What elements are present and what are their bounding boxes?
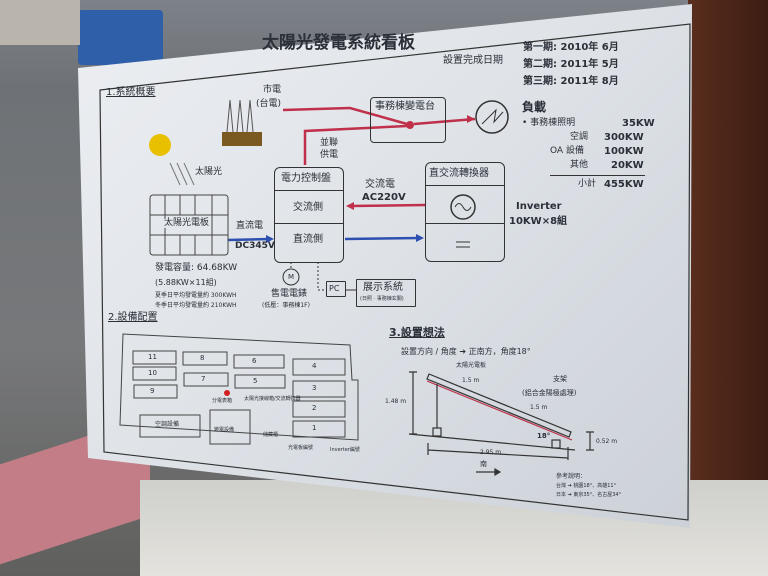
dc-voltage: DC345V: [235, 241, 275, 251]
array-8: 8: [200, 354, 205, 362]
load-item-value: 100KW: [604, 146, 644, 157]
length-1: 1.5 m: [462, 377, 480, 384]
length-2: 1.5 m: [530, 404, 548, 411]
phase-1: 第一期: 2010年 6月: [523, 42, 619, 53]
summer-output: 夏季日平均發電量約 300KWH: [155, 292, 237, 299]
substation-label: 事務棟變電台: [375, 101, 435, 112]
display-sub: (日照 · 事務棟玄關): [360, 296, 404, 302]
inverter-label: Inverter: [516, 201, 562, 212]
ac-side: 交流側: [293, 202, 323, 213]
ac-label: 交流電: [365, 179, 395, 190]
meter-sub: (低壓：事務棟1F): [262, 302, 310, 309]
load-item-name: 其他: [570, 160, 589, 170]
panel-number-label: 光電板編號: [288, 445, 314, 451]
inverter-box-title: 直交流轉換器: [429, 168, 489, 179]
array-1: 1: [312, 424, 317, 432]
low-height-label: 0.52 m: [596, 438, 618, 445]
load-item-value: 35KW: [622, 118, 655, 129]
array-9: 9: [150, 387, 155, 395]
array-2: 2: [312, 404, 317, 412]
section3-heading: 3.設置想法: [389, 326, 445, 339]
grid-sub: (台電): [256, 99, 282, 109]
substation-equip: 變電設備: [214, 427, 235, 433]
array-7: 7: [201, 375, 206, 383]
completion-label: 設置完成日期: [443, 55, 503, 66]
array-6: 6: [252, 357, 257, 365]
array-11: 11: [148, 353, 157, 361]
reference-japan: 日本 ➔ 東京35°、名古屋34°: [556, 492, 622, 498]
hvac-label: 空調設備: [155, 421, 180, 428]
array-10: 10: [148, 369, 157, 377]
parallel-2: 供電: [320, 150, 339, 160]
capacity-detail: (5.88KW×11組): [155, 278, 217, 287]
control-panel-title: 電力控制盤: [281, 173, 331, 184]
frame-sub: (鋁合金陽極處理): [522, 389, 577, 397]
south-label: 南: [480, 460, 487, 468]
panel-label: 太陽光電板: [164, 218, 210, 228]
phase-2: 第二期: 2011年 5月: [523, 59, 619, 70]
grid-label: 市電: [263, 85, 282, 95]
load-item-name: • 事務棟照明: [522, 118, 576, 128]
dc-label: 直流電: [236, 221, 264, 231]
subtotal-divider: [550, 175, 645, 176]
load-item-value: 20KW: [611, 160, 644, 171]
array-5: 5: [253, 377, 258, 385]
load-item-name: OA 設備: [550, 146, 584, 156]
capacity: 發電容量: 64.68KW: [155, 263, 238, 273]
board-title: 太陽光發電系統看板: [262, 33, 415, 53]
wall: [688, 0, 768, 540]
ac-voltage: AC220V: [362, 192, 406, 203]
inverter-spec: 10KW×8組: [509, 216, 568, 227]
angle-label: 18°: [537, 432, 551, 440]
pc-box: PC: [326, 281, 346, 297]
array-3: 3: [312, 384, 317, 392]
sunlight-label: 太陽光: [195, 167, 223, 177]
dc-side: 直流側: [293, 234, 323, 245]
section2-heading: 2.設備配置: [108, 312, 158, 323]
phase-3: 第三期: 2011年 8月: [523, 76, 619, 87]
frame-label: 支架: [553, 375, 567, 383]
winter-output: 冬季日平均發電量約 210KWH: [155, 302, 237, 309]
panel-text: 太陽光電板: [456, 362, 487, 369]
inverter-number-label: Inverter編號: [330, 447, 360, 453]
truck: [78, 10, 163, 65]
load-title: 負載: [522, 100, 547, 114]
section1-heading: 1.系統概要: [106, 87, 156, 98]
parallel-1: 並聯: [320, 138, 339, 148]
array-4: 4: [312, 362, 317, 370]
direction-text: 設置方向 / 角度 ➔ 正南方，角度18°: [401, 347, 531, 356]
inverter-box: 直交流轉換器: [425, 162, 505, 262]
meter-symbol: M: [288, 273, 295, 281]
load-item-value: 300KW: [604, 132, 644, 143]
height-label: 1.48 m: [385, 398, 407, 405]
junction-label: 太陽光接線箱/交流轉換器: [244, 396, 301, 402]
pc-label: PC: [329, 284, 340, 293]
subtotal-value: 455KW: [604, 179, 644, 190]
reference-taiwan: 台灣 ➔ 桃園18°、高雄11°: [556, 483, 617, 489]
width-label: 2.95 m: [480, 449, 502, 456]
building: [0, 0, 80, 45]
reference-title: 參考說明：: [556, 473, 587, 480]
storage-label: 儲藏櫃: [263, 432, 279, 438]
meter-label: 售電電錶: [271, 289, 308, 299]
meter-box-label: 分電表箱: [212, 398, 233, 404]
load-item-name: 空調: [570, 132, 589, 142]
display-label: 展示系統: [363, 282, 403, 293]
subtotal-label: 小計: [578, 179, 597, 189]
display-box: 展示系統 (日照 · 事務棟玄關): [356, 279, 416, 307]
control-panel-box: 電力控制盤 交流側 直流側: [274, 167, 344, 263]
substation-box: 事務棟變電台: [370, 97, 446, 143]
